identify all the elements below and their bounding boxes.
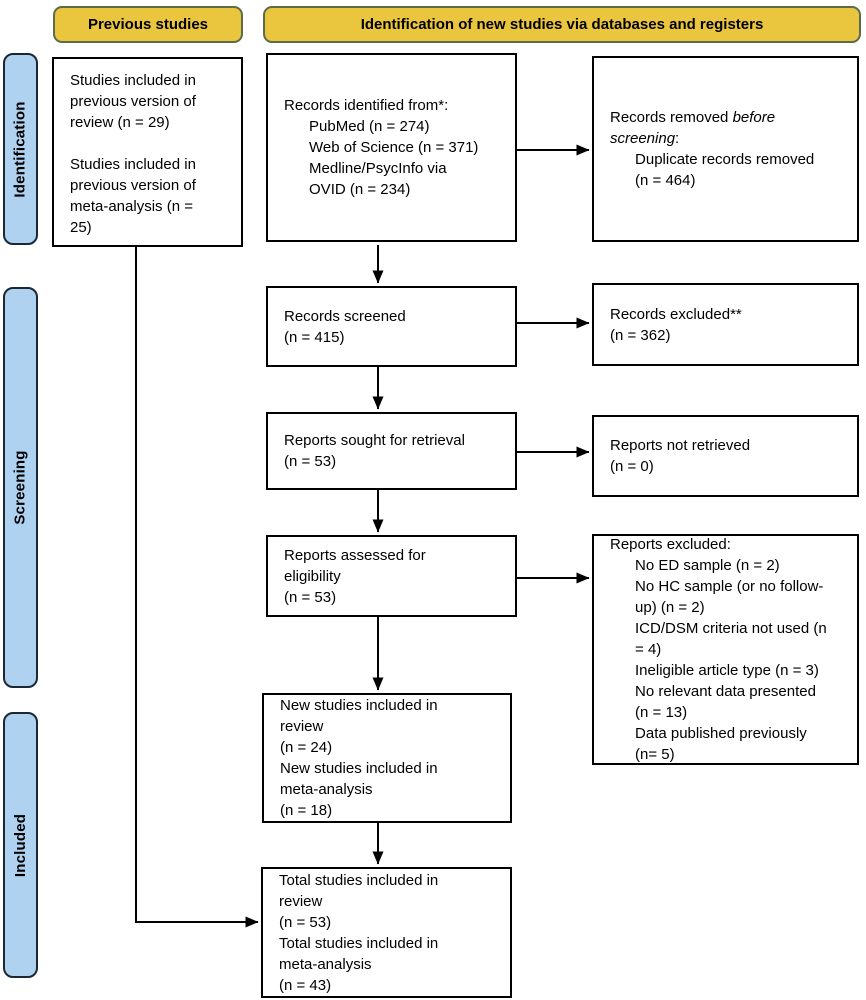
box-new-studies: New studies included in review (n = 24) …	[262, 693, 512, 823]
box-records-screened-text: Records screened (n = 415)	[284, 307, 406, 346]
box-reports-sought-text: Reports sought for retrieval (n = 53)	[284, 432, 465, 470]
box-reports-assessed-text: Reports assessed for eligibility (n = 53…	[284, 546, 426, 606]
box-records-identified-text: Records identified from*: PubMed (n = 27…	[284, 97, 479, 198]
box-records-excluded-text: Records excluded** (n = 362)	[610, 305, 742, 344]
box-total-studies-text: Total studies included in review (n = 53…	[279, 871, 439, 994]
arrow-previous-to-total	[135, 247, 259, 928]
header-previous-studies: Previous studies	[53, 6, 243, 43]
phase-label-screening: Screening	[12, 450, 30, 525]
box-records-identified: Records identified from*: PubMed (n = 27…	[266, 53, 517, 242]
phase-bar-identification: Identification	[3, 53, 38, 245]
records-removed-italic: before screening	[610, 109, 776, 147]
box-total-studies: Total studies included in review (n = 53…	[261, 867, 512, 998]
phase-bar-screening: Screening	[3, 287, 38, 688]
box-records-excluded: Records excluded** (n = 362)	[592, 283, 859, 366]
header-new-studies-label: Identification of new studies via databa…	[360, 16, 764, 33]
box-previous-studies-text: Studies included in previous version of …	[70, 72, 196, 236]
box-records-removed: Records removed before screening: Duplic…	[592, 56, 859, 242]
box-reports-not-retrieved: Reports not retrieved (n = 0)	[592, 415, 859, 497]
phase-label-included: Included	[12, 813, 29, 877]
header-new-studies: Identification of new studies via databa…	[263, 6, 861, 43]
box-records-removed-text: Records removed before screening: Duplic…	[594, 103, 857, 195]
box-reports-excluded-text: Reports excluded: No ED sample (n = 2) N…	[610, 536, 827, 763]
records-removed-prefix: Records removed	[610, 109, 733, 126]
header-previous-studies-label: Previous studies	[87, 16, 209, 33]
box-reports-assessed: Reports assessed for eligibility (n = 53…	[266, 535, 517, 617]
phase-bar-included: Included	[3, 712, 38, 978]
box-reports-sought: Reports sought for retrieval (n = 53)	[266, 412, 517, 490]
records-removed-detail: Duplicate records removed (n = 464)	[635, 151, 815, 189]
box-new-studies-text: New studies included in review (n = 24) …	[280, 697, 438, 819]
box-reports-not-retrieved-text: Reports not retrieved (n = 0)	[610, 437, 751, 475]
box-reports-excluded: Reports excluded: No ED sample (n = 2) N…	[592, 534, 859, 765]
box-records-screened: Records screened (n = 415)	[266, 286, 517, 367]
phase-label-identification: Identification	[12, 100, 30, 198]
records-removed-suffix: :	[675, 130, 680, 147]
box-previous-studies: Studies included in previous version of …	[52, 57, 243, 247]
